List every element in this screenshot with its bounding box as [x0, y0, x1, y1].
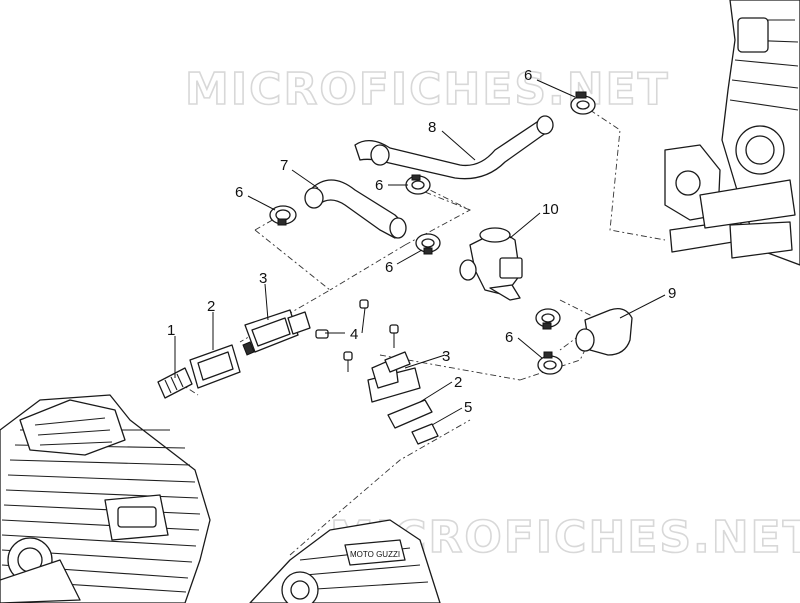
callout-7: 7: [280, 157, 288, 174]
callout-1: 1: [167, 322, 175, 339]
callout-3-left: 3: [259, 270, 267, 287]
callout-6-c: 6: [385, 259, 393, 276]
part-6-clamp-c: [415, 233, 441, 255]
callout-leaders: [174, 79, 666, 426]
callout-8: 8: [428, 119, 436, 136]
callout-5: 5: [464, 399, 472, 416]
watermark-top: MICROFICHES.NET: [185, 64, 670, 115]
part-5-plate: [411, 423, 439, 445]
engine-frame-upper-right: [664, 0, 800, 266]
engine-crankcase: MOTO GUZZI: [249, 519, 441, 603]
part-6-clamp-b: [405, 174, 431, 195]
callout-6-d: 6: [524, 67, 532, 84]
callout-2-left: 2: [207, 298, 215, 315]
part-2-gasket-center: [387, 399, 433, 429]
part-6-clamp-f: [537, 351, 563, 375]
part-9-elbow-hose: [575, 307, 633, 356]
engine-cylinder-head: [0, 394, 211, 603]
engine-badge-text: MOTO GUZZI: [350, 550, 400, 559]
part-3-housing-center: [367, 351, 421, 403]
part-6-clamp-a: [269, 205, 297, 226]
callout-3-center: 3: [442, 348, 450, 365]
part-10-valve: [459, 227, 523, 301]
part-6-clamp-d: [570, 91, 596, 115]
part-7-hose: [304, 179, 407, 239]
callout-6-b: 6: [375, 177, 383, 194]
part-1-reed-valve: [157, 367, 193, 399]
callout-6-e: 6: [505, 329, 513, 346]
callout-4: 4: [350, 326, 358, 343]
part-3-housing-left: [242, 309, 311, 356]
callout-labels: 1 2 3 4 3 2 5 6 6 6 6 6 7 8 9 10: [167, 67, 676, 416]
callout-9: 9: [668, 285, 676, 302]
part-4-screws: [315, 299, 399, 372]
part-2-gasket-left: [189, 344, 241, 389]
part-6-clamp-e: [535, 308, 561, 330]
part-8-long-hose: [354, 115, 554, 180]
callout-10: 10: [542, 201, 559, 218]
callout-6-a: 6: [235, 184, 243, 201]
callout-2-center: 2: [454, 374, 462, 391]
